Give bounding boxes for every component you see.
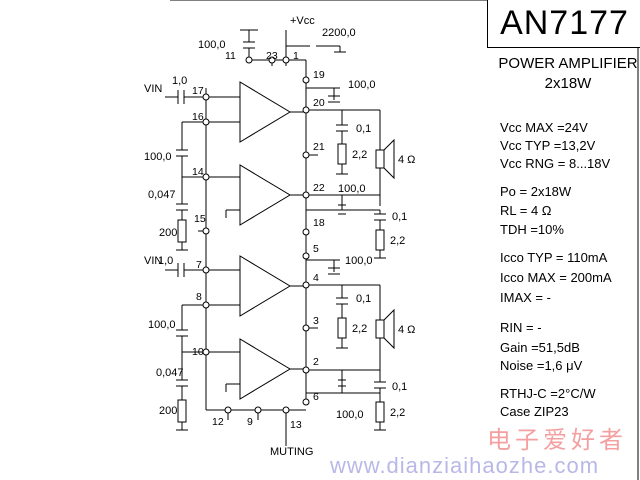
c-047-a-label: 0,047 <box>148 189 176 201</box>
pin-20: 20 <box>313 97 325 109</box>
spec-vcc-max: Vcc MAX =24V <box>500 120 588 135</box>
wiring <box>165 29 395 446</box>
pin-22: 22 <box>313 182 325 194</box>
c-01-c-label: 0,1 <box>356 293 371 305</box>
spec-rl: RL = 4 Ω <box>500 203 552 218</box>
r-200-a-label: 200 <box>159 227 177 239</box>
pin-dots <box>202 56 310 414</box>
pin-2: 2 <box>313 356 319 368</box>
watermark-url: www.dianziaihaozhe.com <box>330 453 600 478</box>
c-1-in1-label: 1,0 <box>172 75 187 87</box>
r-22-b-label: 2,2 <box>390 235 405 247</box>
pin-9: 9 <box>247 416 253 428</box>
vcc-label: +Vcc <box>290 15 315 27</box>
pin-19: 19 <box>313 69 325 81</box>
component-labels: +Vcc 2200,0 100,0 VIN 1,0 100,0 100,0 0,… <box>144 15 415 458</box>
subtitle-power-rating: 2x18W <box>544 75 592 92</box>
c-1-in2-label: 1,0 <box>158 255 173 267</box>
title-box: AN7177 <box>487 0 640 48</box>
c-01-a-label: 0,1 <box>356 123 371 135</box>
spec-case: Case ZIP23 <box>500 404 569 419</box>
pin-11: 11 <box>225 50 236 62</box>
vin-top-label: VIN <box>144 83 162 95</box>
pin-15: 15 <box>194 213 206 225</box>
pin-18: 18 <box>313 217 325 229</box>
c-100-a-label: 100,0 <box>348 79 376 91</box>
c-047-b-label: 0,047 <box>156 367 184 379</box>
spec-noise: Noise =1,6 μV <box>500 358 583 373</box>
pin-16: 16 <box>192 111 204 123</box>
spec-vcc-typ: Vcc TYP =13,2V <box>500 138 596 153</box>
pin-1: 1 <box>293 50 299 62</box>
c-100-b-label: 100,0 <box>144 151 172 163</box>
spec-rthj: RTHJ-C =2°C/W <box>500 386 596 401</box>
spec-icco-typ: Icco TYP = 110mA <box>500 250 608 265</box>
r-200-b-label: 200 <box>159 405 177 417</box>
c-100-e-label: 100,0 <box>148 319 176 331</box>
r-22-a-label: 2,2 <box>352 149 367 161</box>
pin-8: 8 <box>196 291 202 303</box>
spk1-label: 4 Ω <box>398 154 415 166</box>
pin-numbers: 11 23 1 19 17 16 20 21 14 22 15 18 5 7 4… <box>192 50 325 431</box>
spk2-label: 4 Ω <box>398 324 415 336</box>
pin-3: 3 <box>313 315 319 327</box>
c-01-b-label: 0,1 <box>392 211 407 223</box>
pin-17: 17 <box>192 85 204 97</box>
spec-tdh: TDH =10% <box>500 222 564 237</box>
spec-gain: Gain =51,5dB <box>500 340 580 355</box>
pin-12: 12 <box>212 416 224 428</box>
pin-21: 21 <box>313 141 325 153</box>
watermark-cn: 电子爱好者 <box>487 426 627 454</box>
pin-4: 4 <box>313 272 319 284</box>
pin-5: 5 <box>313 243 319 255</box>
chip-title: AN7177 <box>500 4 629 42</box>
c-100-f-label: 100,0 <box>336 409 364 421</box>
r-22-c-label: 2,2 <box>352 323 367 335</box>
c-100-top-label: 100,0 <box>198 39 226 51</box>
spec-po: Po = 2x18W <box>500 184 572 199</box>
spec-imax: IMAX = - <box>500 290 551 305</box>
c-100-c-label: 100,0 <box>338 183 366 195</box>
muting-label: MUTING <box>270 446 313 458</box>
r-22-d-label: 2,2 <box>390 407 405 419</box>
pin-14: 14 <box>192 166 204 178</box>
c-100-d-label: 100,0 <box>345 255 373 267</box>
vin-bot-label: VIN <box>144 255 162 267</box>
pin-23: 23 <box>266 50 278 62</box>
subtitle-power-amplifier: POWER AMPLIFIER <box>498 55 638 72</box>
spec-vcc-rng: Vcc RNG = 8...18V <box>500 156 611 171</box>
c-2200-label: 2200,0 <box>322 27 356 39</box>
spec-icco-max: Icco MAX = 200mA <box>500 270 612 285</box>
pin-7: 7 <box>196 259 202 271</box>
pin-6: 6 <box>313 391 319 403</box>
spec-rin: RIN = - <box>500 320 542 335</box>
pin-10: 10 <box>192 346 204 358</box>
pin-13: 13 <box>290 419 302 431</box>
c-01-d-label: 0,1 <box>392 381 407 393</box>
